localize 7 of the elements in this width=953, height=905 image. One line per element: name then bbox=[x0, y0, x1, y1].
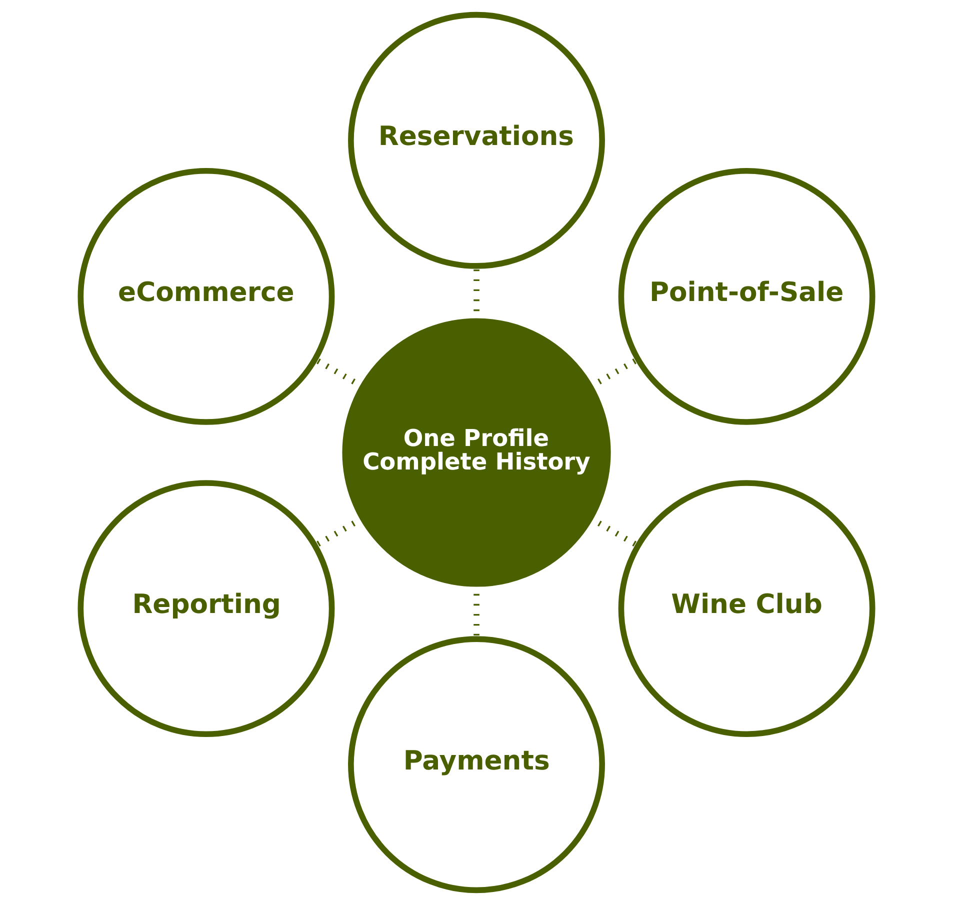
node-circle: Wine Club bbox=[618, 480, 876, 738]
node-circle: One Profile Complete History bbox=[342, 318, 611, 587]
node-circle: Payments bbox=[348, 636, 605, 894]
node-circle: Point-of-Sale bbox=[618, 168, 876, 425]
node-circle: eCommerce bbox=[78, 168, 335, 425]
node-circle: Reporting bbox=[78, 480, 335, 738]
node-circle: Reservations bbox=[348, 12, 605, 269]
